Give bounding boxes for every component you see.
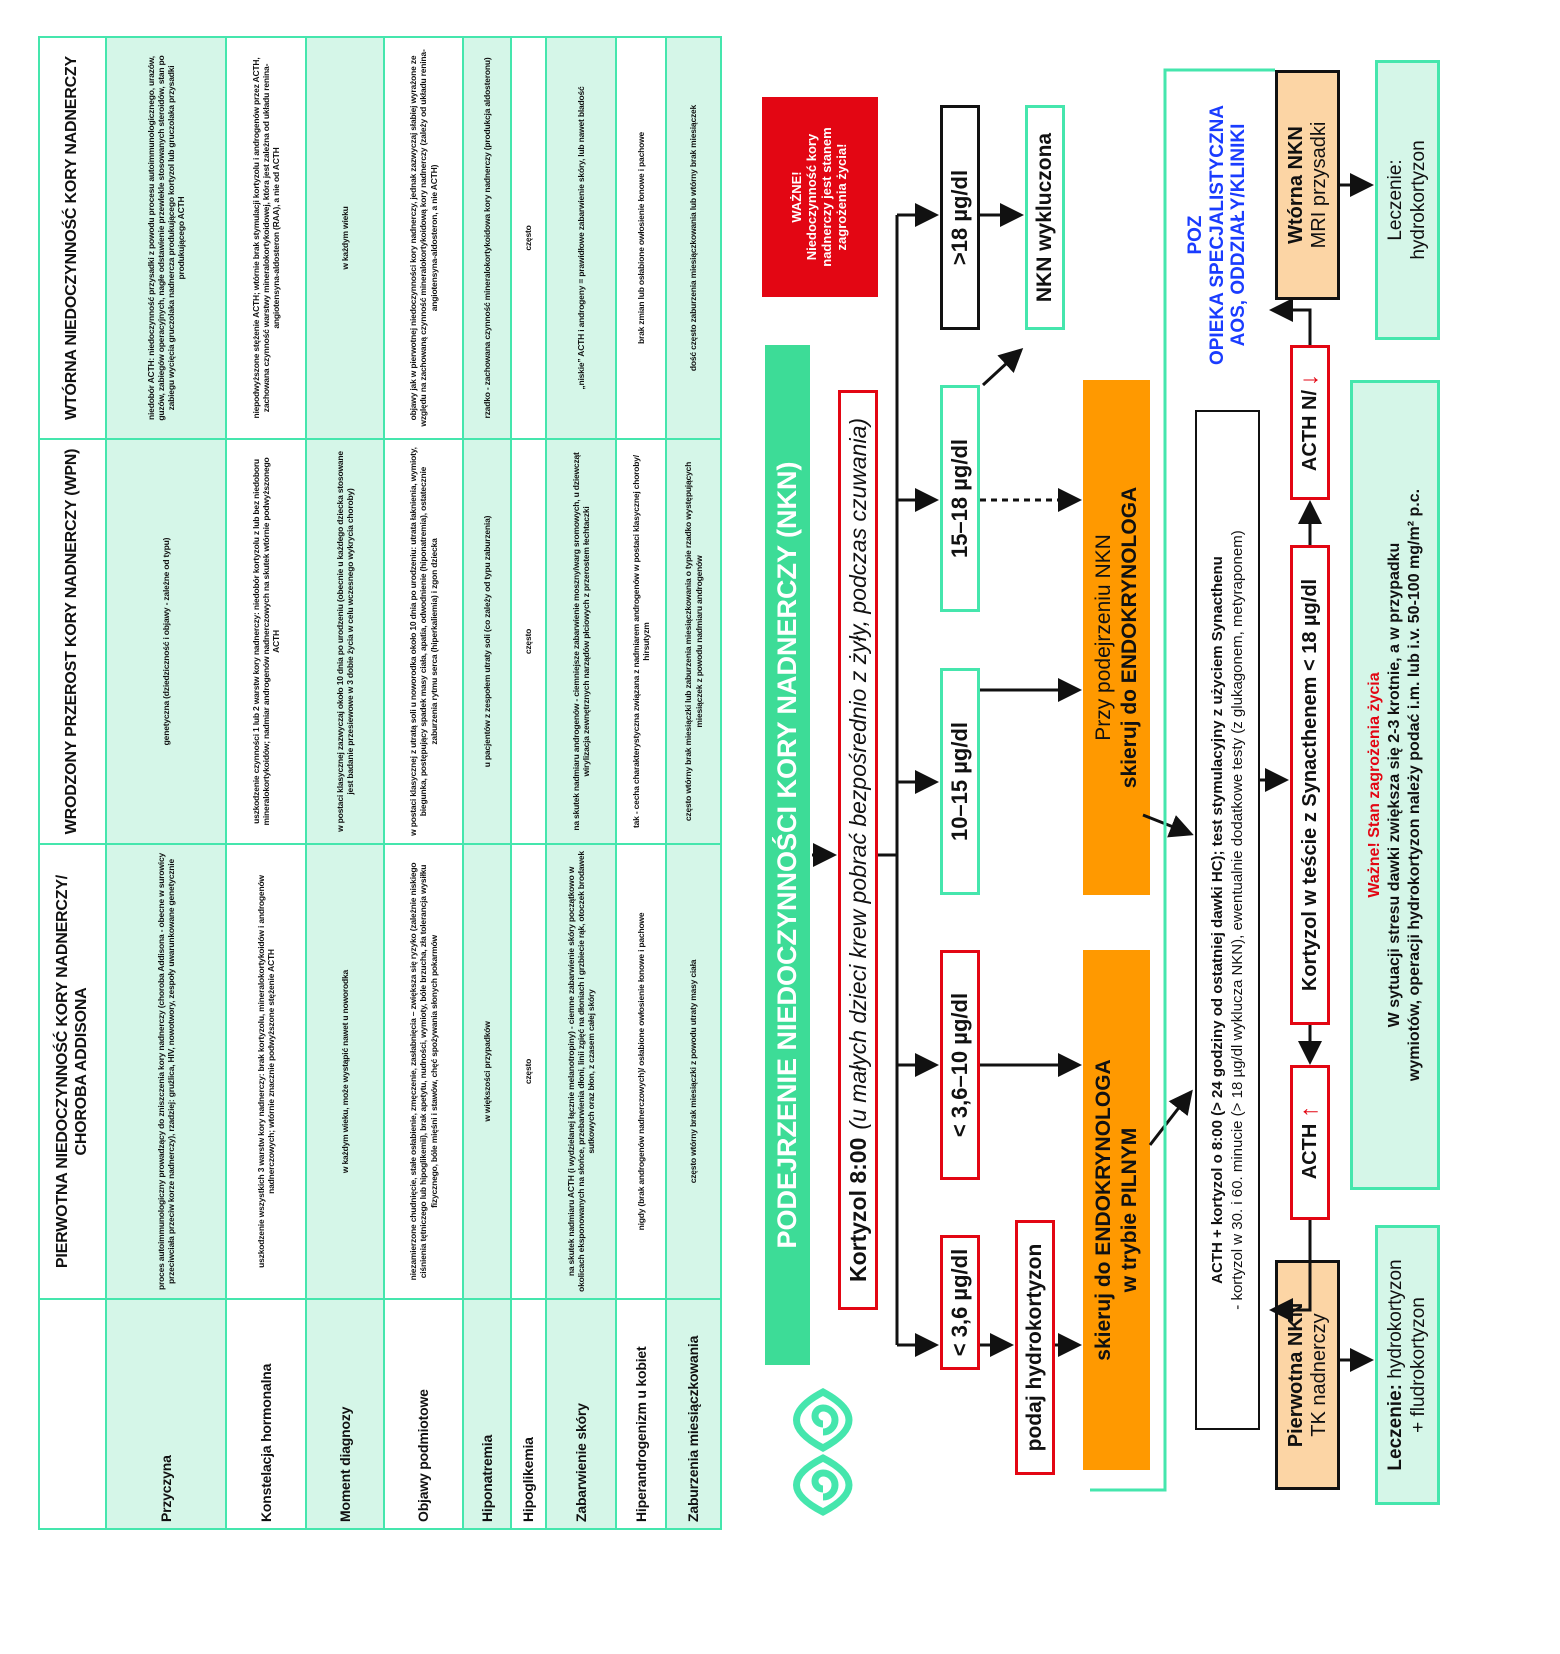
- arrow-range4-to-excluded: [981, 347, 1024, 387]
- arrow-urgent-to-tests: [1148, 1089, 1193, 1146]
- arrow-suspect-to-tests: [1142, 813, 1194, 838]
- arrow-acth-high-to-primary: [1269, 1220, 1312, 1322]
- specialist-care-frame: [1090, 68, 1275, 1492]
- logo-icon: [793, 1388, 853, 1516]
- arrow-acth-low-to-secondary: [1269, 298, 1312, 345]
